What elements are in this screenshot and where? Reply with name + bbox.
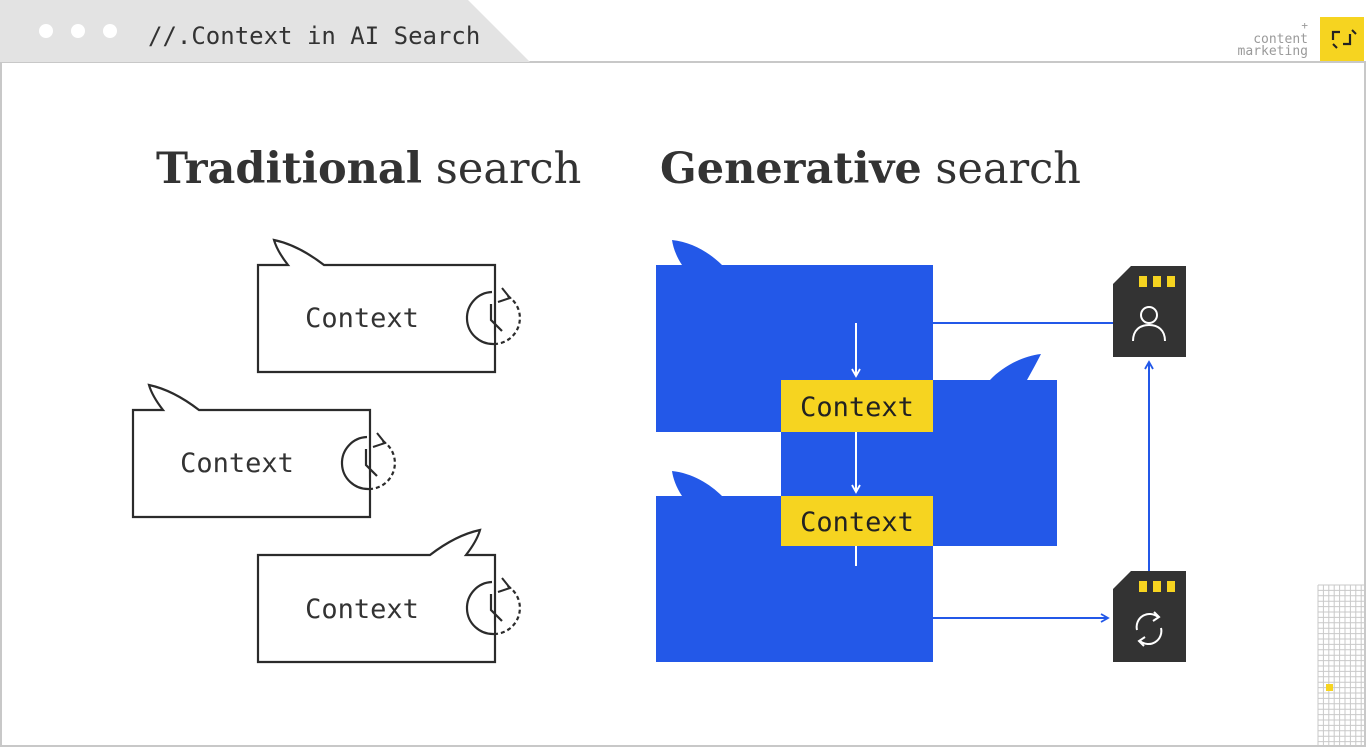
window-title: //.Context in AI Search xyxy=(148,22,480,50)
context-block: Context xyxy=(781,496,933,546)
sim-card-sync-icon xyxy=(1113,571,1186,662)
traditional-card: Context xyxy=(256,528,521,664)
traditional-card-label: Context xyxy=(180,448,294,479)
brand-plus: + xyxy=(1301,19,1308,32)
context-block-label: Context xyxy=(800,507,914,538)
traditional-heading-bold: Traditional xyxy=(156,144,422,194)
grid-highlight-dot xyxy=(1326,684,1333,691)
clock-icon xyxy=(465,287,521,346)
connectors xyxy=(851,322,1154,623)
generative-heading-bold: Generative xyxy=(660,144,922,194)
window-dot-icon xyxy=(103,24,117,38)
context-block: Context xyxy=(781,380,933,432)
traditional-heading: Traditional search xyxy=(156,144,581,194)
grid-pattern-icon xyxy=(1317,584,1366,748)
traditional-card: Context xyxy=(131,383,396,519)
sim-card-user-icon xyxy=(1113,266,1186,357)
generative-heading-rest: search xyxy=(922,144,1081,194)
generative-heading: Generative search xyxy=(660,144,1081,194)
context-block-label: Context xyxy=(800,392,914,423)
traditional-heading-rest: search xyxy=(422,144,581,194)
traditional-card: Context xyxy=(256,238,521,374)
brand-line-1: content xyxy=(1253,32,1308,47)
traditional-card-label: Context xyxy=(305,594,419,625)
traditional-card-label: Context xyxy=(305,303,419,334)
brand: + content marketing xyxy=(1238,17,1364,61)
clock-icon xyxy=(465,577,521,636)
connector-arrow xyxy=(855,546,1110,623)
window-dot-icon xyxy=(71,24,85,38)
brand-logo-icon xyxy=(1320,17,1364,61)
window-tab: //.Context in AI Search xyxy=(0,0,530,62)
brand-line-2: marketing xyxy=(1238,44,1308,59)
window-dot-icon xyxy=(39,24,53,38)
clock-icon xyxy=(340,432,396,491)
